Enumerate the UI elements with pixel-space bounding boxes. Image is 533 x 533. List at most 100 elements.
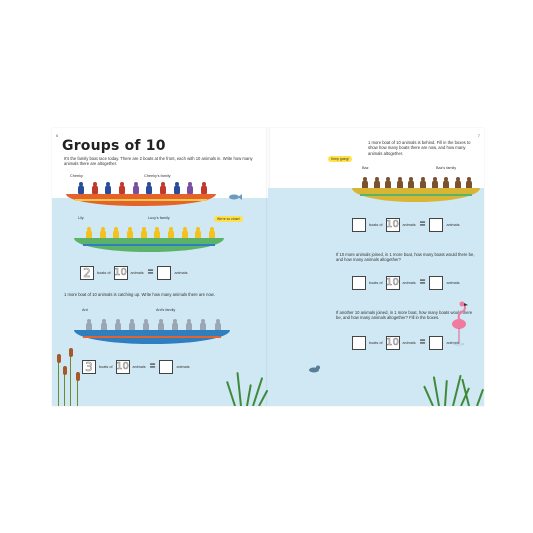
equals-sign: = — [419, 219, 426, 230]
page-number: 6 — [56, 133, 59, 138]
instruction-text: If another 10 animals joined, in 1 more … — [336, 310, 473, 321]
canoe-stripe — [359, 194, 473, 196]
instruction-text: 1 more boat of 10 animals is behind. Fil… — [368, 140, 471, 156]
animal-icon — [113, 226, 120, 239]
total-answer-box[interactable] — [159, 360, 174, 374]
animal-icon — [195, 226, 202, 239]
equation-row-3: boats of 10 animals = animals — [352, 218, 460, 232]
result-animals-label: animals — [446, 341, 460, 345]
canoe-yellow — [352, 172, 480, 202]
duck-icon — [308, 360, 322, 373]
grass-blade-icon — [432, 376, 440, 406]
animal-icon — [200, 318, 207, 331]
boats-answer-box[interactable]: 3 — [82, 360, 96, 374]
boat-label-baz: Baz — [362, 166, 369, 170]
animal-icon — [91, 182, 98, 195]
total-answer-box[interactable] — [429, 218, 444, 232]
equals-sign: = — [149, 361, 156, 372]
animal-icon — [114, 318, 121, 331]
animal-icon — [208, 226, 215, 239]
animal-icon — [126, 226, 133, 239]
reeds-icon — [52, 346, 92, 406]
boats-answer-box[interactable] — [352, 276, 366, 290]
animal-icon — [118, 182, 125, 195]
grass-blade-icon — [452, 374, 462, 406]
group-size-box: 10 — [113, 266, 128, 280]
total-answer-box[interactable] — [157, 266, 172, 280]
equals-sign: = — [147, 267, 154, 278]
animal-icon — [146, 182, 153, 195]
group-size-box: 10 — [385, 218, 400, 232]
speech-bubble: We're so close! — [214, 216, 244, 222]
grass-icon — [423, 370, 484, 406]
equals-sign: = — [419, 277, 426, 288]
animals-label: animals — [130, 271, 144, 275]
animal-icon — [385, 176, 392, 189]
canoe-green — [74, 222, 224, 252]
animal-icon — [86, 226, 92, 239]
animal-icon — [143, 318, 150, 331]
boats-of-label: boats of — [369, 223, 383, 227]
animal-icon — [186, 318, 193, 331]
animal-icon — [129, 318, 136, 331]
animal-icon — [420, 176, 427, 189]
animal-icon — [466, 176, 473, 189]
result-animals-label: animals — [176, 365, 190, 369]
animal-icon — [443, 176, 450, 189]
instruction-text: 1 more boat of 10 animals is catching up… — [64, 292, 215, 297]
animal-icon — [373, 176, 380, 189]
result-animals-label: animals — [174, 271, 188, 275]
boat-family-label: Cheeky's family — [144, 174, 171, 178]
group-size-box: 10 — [115, 360, 130, 374]
grass-blade-icon — [236, 372, 242, 406]
animals-label: animals — [402, 223, 416, 227]
animal-icon — [362, 176, 369, 189]
right-page: 7 1 more boat of 10 animals is behind. F… — [268, 128, 484, 406]
total-answer-box[interactable] — [429, 336, 444, 350]
boats-answer-box[interactable] — [352, 218, 366, 232]
animal-icon — [431, 176, 438, 189]
animal-icon — [154, 226, 161, 239]
boats-of-label: boats of — [369, 341, 383, 345]
left-page: 6 Groups of 10 It's the family boat race… — [52, 128, 268, 406]
total-answer-box[interactable] — [429, 276, 444, 290]
cattail-icon — [75, 372, 80, 406]
grass-blade-icon — [476, 388, 484, 406]
boat-label-cheeky: Cheeky — [70, 174, 83, 178]
animal-icon — [140, 226, 147, 239]
animal-icon — [173, 182, 180, 195]
animals-label: animals — [402, 341, 416, 345]
canoe-stripe — [75, 198, 207, 201]
boats-of-label: boats of — [97, 271, 111, 275]
flamingo-icon — [450, 300, 470, 346]
animal-icon — [187, 182, 194, 195]
animal-icon — [396, 176, 403, 189]
animal-icon — [100, 318, 107, 331]
canoe-orange — [66, 180, 216, 206]
animal-icon — [454, 176, 461, 189]
boat-label-lily: Lily — [78, 216, 84, 220]
grass-icon — [226, 366, 268, 406]
boats-answer-box[interactable] — [352, 336, 366, 350]
boat-label-ant: Ant — [82, 308, 88, 312]
book-spread: 6 Groups of 10 It's the family boat race… — [52, 128, 484, 406]
animals-label: animals — [132, 365, 146, 369]
animal-icon — [157, 318, 164, 331]
boats-of-label: boats of — [99, 365, 113, 369]
fish-icon — [228, 188, 242, 200]
result-animals-label: animals — [446, 223, 460, 227]
animal-icon — [200, 182, 207, 195]
animal-icon — [408, 176, 415, 189]
equals-sign: = — [419, 337, 426, 348]
boat-family-label: Lucy's family — [148, 216, 170, 220]
equation-row-2: 3 boats of 10 animals = animals — [82, 360, 190, 374]
grass-blade-icon — [444, 379, 448, 406]
result-animals-label: animals — [446, 281, 460, 285]
page-number: 7 — [477, 133, 480, 138]
canoe-stripe — [83, 336, 221, 338]
boats-answer-box[interactable]: 2 — [80, 266, 94, 280]
cattail-icon — [56, 354, 61, 406]
animal-icon — [171, 318, 178, 331]
animal-icon — [86, 318, 93, 331]
boats-of-label: boats of — [369, 281, 383, 285]
